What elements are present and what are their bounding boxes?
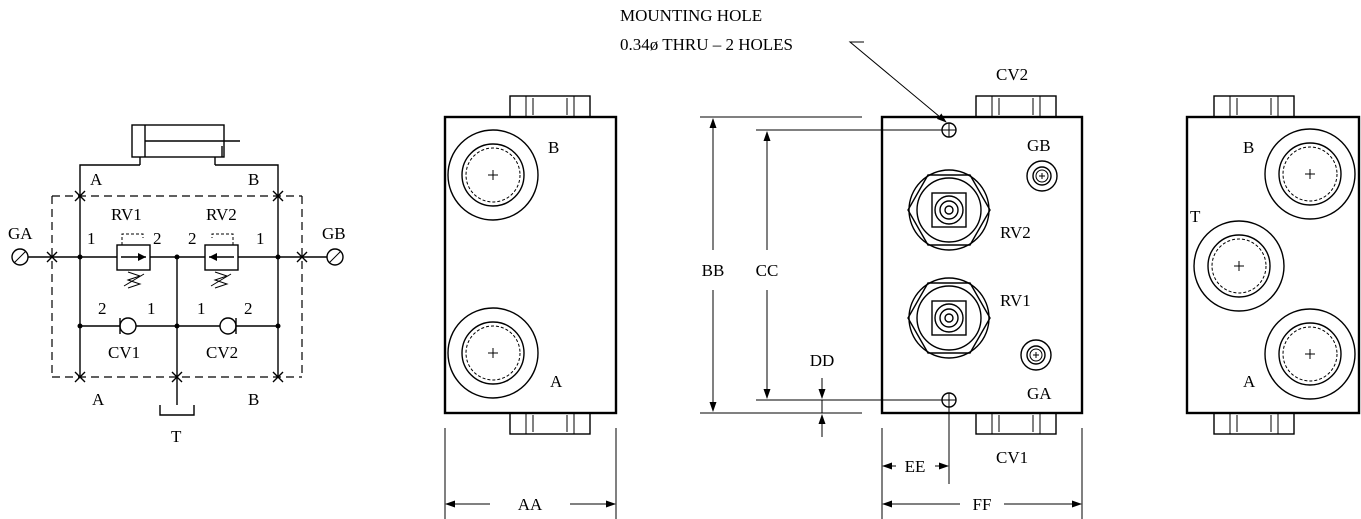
valve-body [443,115,618,415]
gauge-b-symbol [326,248,344,266]
dimension-bb: BB [702,261,725,280]
schematic-relief-valve-1: RV1 [111,205,142,224]
cv2-port-left-label: 1 [197,299,206,318]
mounting-hole-bottom [941,392,957,408]
rv2-port-in-label: 2 [188,229,197,248]
gauge-port-gb [1026,160,1058,192]
mounting-hole-title: MOUNTING HOLE [620,6,762,25]
front-view-cv2: CV2 [996,65,1028,84]
schematic-port-a-top: A [90,170,103,189]
right-bottom-fitting [1213,412,1295,435]
right-port-a-circle [1264,308,1356,400]
front-view-rv1: RV1 [1000,291,1031,310]
schematic-port-b-top: B [248,170,259,189]
right-view-port-b: B [1243,138,1254,157]
bottom-fitting [509,412,591,435]
front-view-gb: GB [1027,136,1051,155]
dimension-cc: CC [756,261,779,280]
gauge-port-ga [1020,339,1052,371]
mounting-hole-top [941,122,957,138]
schematic-check-valve-1: CV1 [108,343,140,362]
dimension-dd: DD [810,351,835,370]
relief-valve-2-symbol [204,233,239,289]
dimension-ff: FF [973,495,992,514]
dimension-ee: EE [905,457,926,476]
port-a-circle [447,307,539,399]
schematic-port-a-bottom: A [92,390,105,409]
relief-valve-rv1 [907,277,991,359]
mounting-hole-leader [848,41,947,123]
left-side-view: B A AA [443,95,618,519]
gauge-a-symbol [11,248,29,266]
cylinder-symbol [131,124,240,165]
rv1-port-out-label: 2 [153,229,162,248]
cv1-port-right-label: 1 [147,299,156,318]
front-view-ga: GA [1027,384,1052,403]
right-view-port-t: T [1190,207,1201,226]
right-port-b-circle [1264,128,1356,220]
port-b-circle [447,129,539,221]
cv1-port-left-label: 2 [98,299,107,318]
relief-valve-1-symbol [116,233,151,289]
front-view-cv1: CV1 [996,448,1028,467]
relief-valve-rv2 [907,169,991,251]
schematic-check-valve-2: CV2 [206,343,238,362]
left-view-port-a: A [550,372,563,391]
dimension-aa: AA [518,495,543,514]
valve-body-right [1185,115,1361,415]
rv2-port-out-label: 1 [256,229,265,248]
schematic-gauge-b: GB [322,224,346,243]
cv2-fitting [975,95,1057,118]
schematic-port-b-bottom: B [248,390,259,409]
schematic-gauge-a: GA [8,224,33,243]
check-valve-1-symbol [119,317,137,335]
right-view-port-a: A [1243,372,1256,391]
front-view: MOUNTING HOLE 0.34ø THRU – 2 HOLES CV2 C… [620,6,1084,519]
rv1-port-in-label: 1 [87,229,96,248]
valve-body-front [880,115,1084,415]
cv2-port-right-label: 2 [244,299,253,318]
mounting-hole-spec: 0.34ø THRU – 2 HOLES [620,35,793,54]
right-port-t-circle [1193,220,1285,312]
schematic-relief-valve-2: RV2 [206,205,237,224]
front-view-rv2: RV2 [1000,223,1031,242]
left-view-port-b: B [548,138,559,157]
hydraulic-schematic: A B GA GB RV1 RV2 1 2 2 1 2 1 1 2 CV1 CV… [8,124,346,446]
check-valve-2-symbol [219,317,237,335]
right-top-fitting [1213,95,1295,118]
right-side-view: B T A [1185,95,1361,435]
top-fitting [509,95,591,118]
schematic-tank-port: T [171,427,182,446]
cv1-fitting [975,412,1057,435]
